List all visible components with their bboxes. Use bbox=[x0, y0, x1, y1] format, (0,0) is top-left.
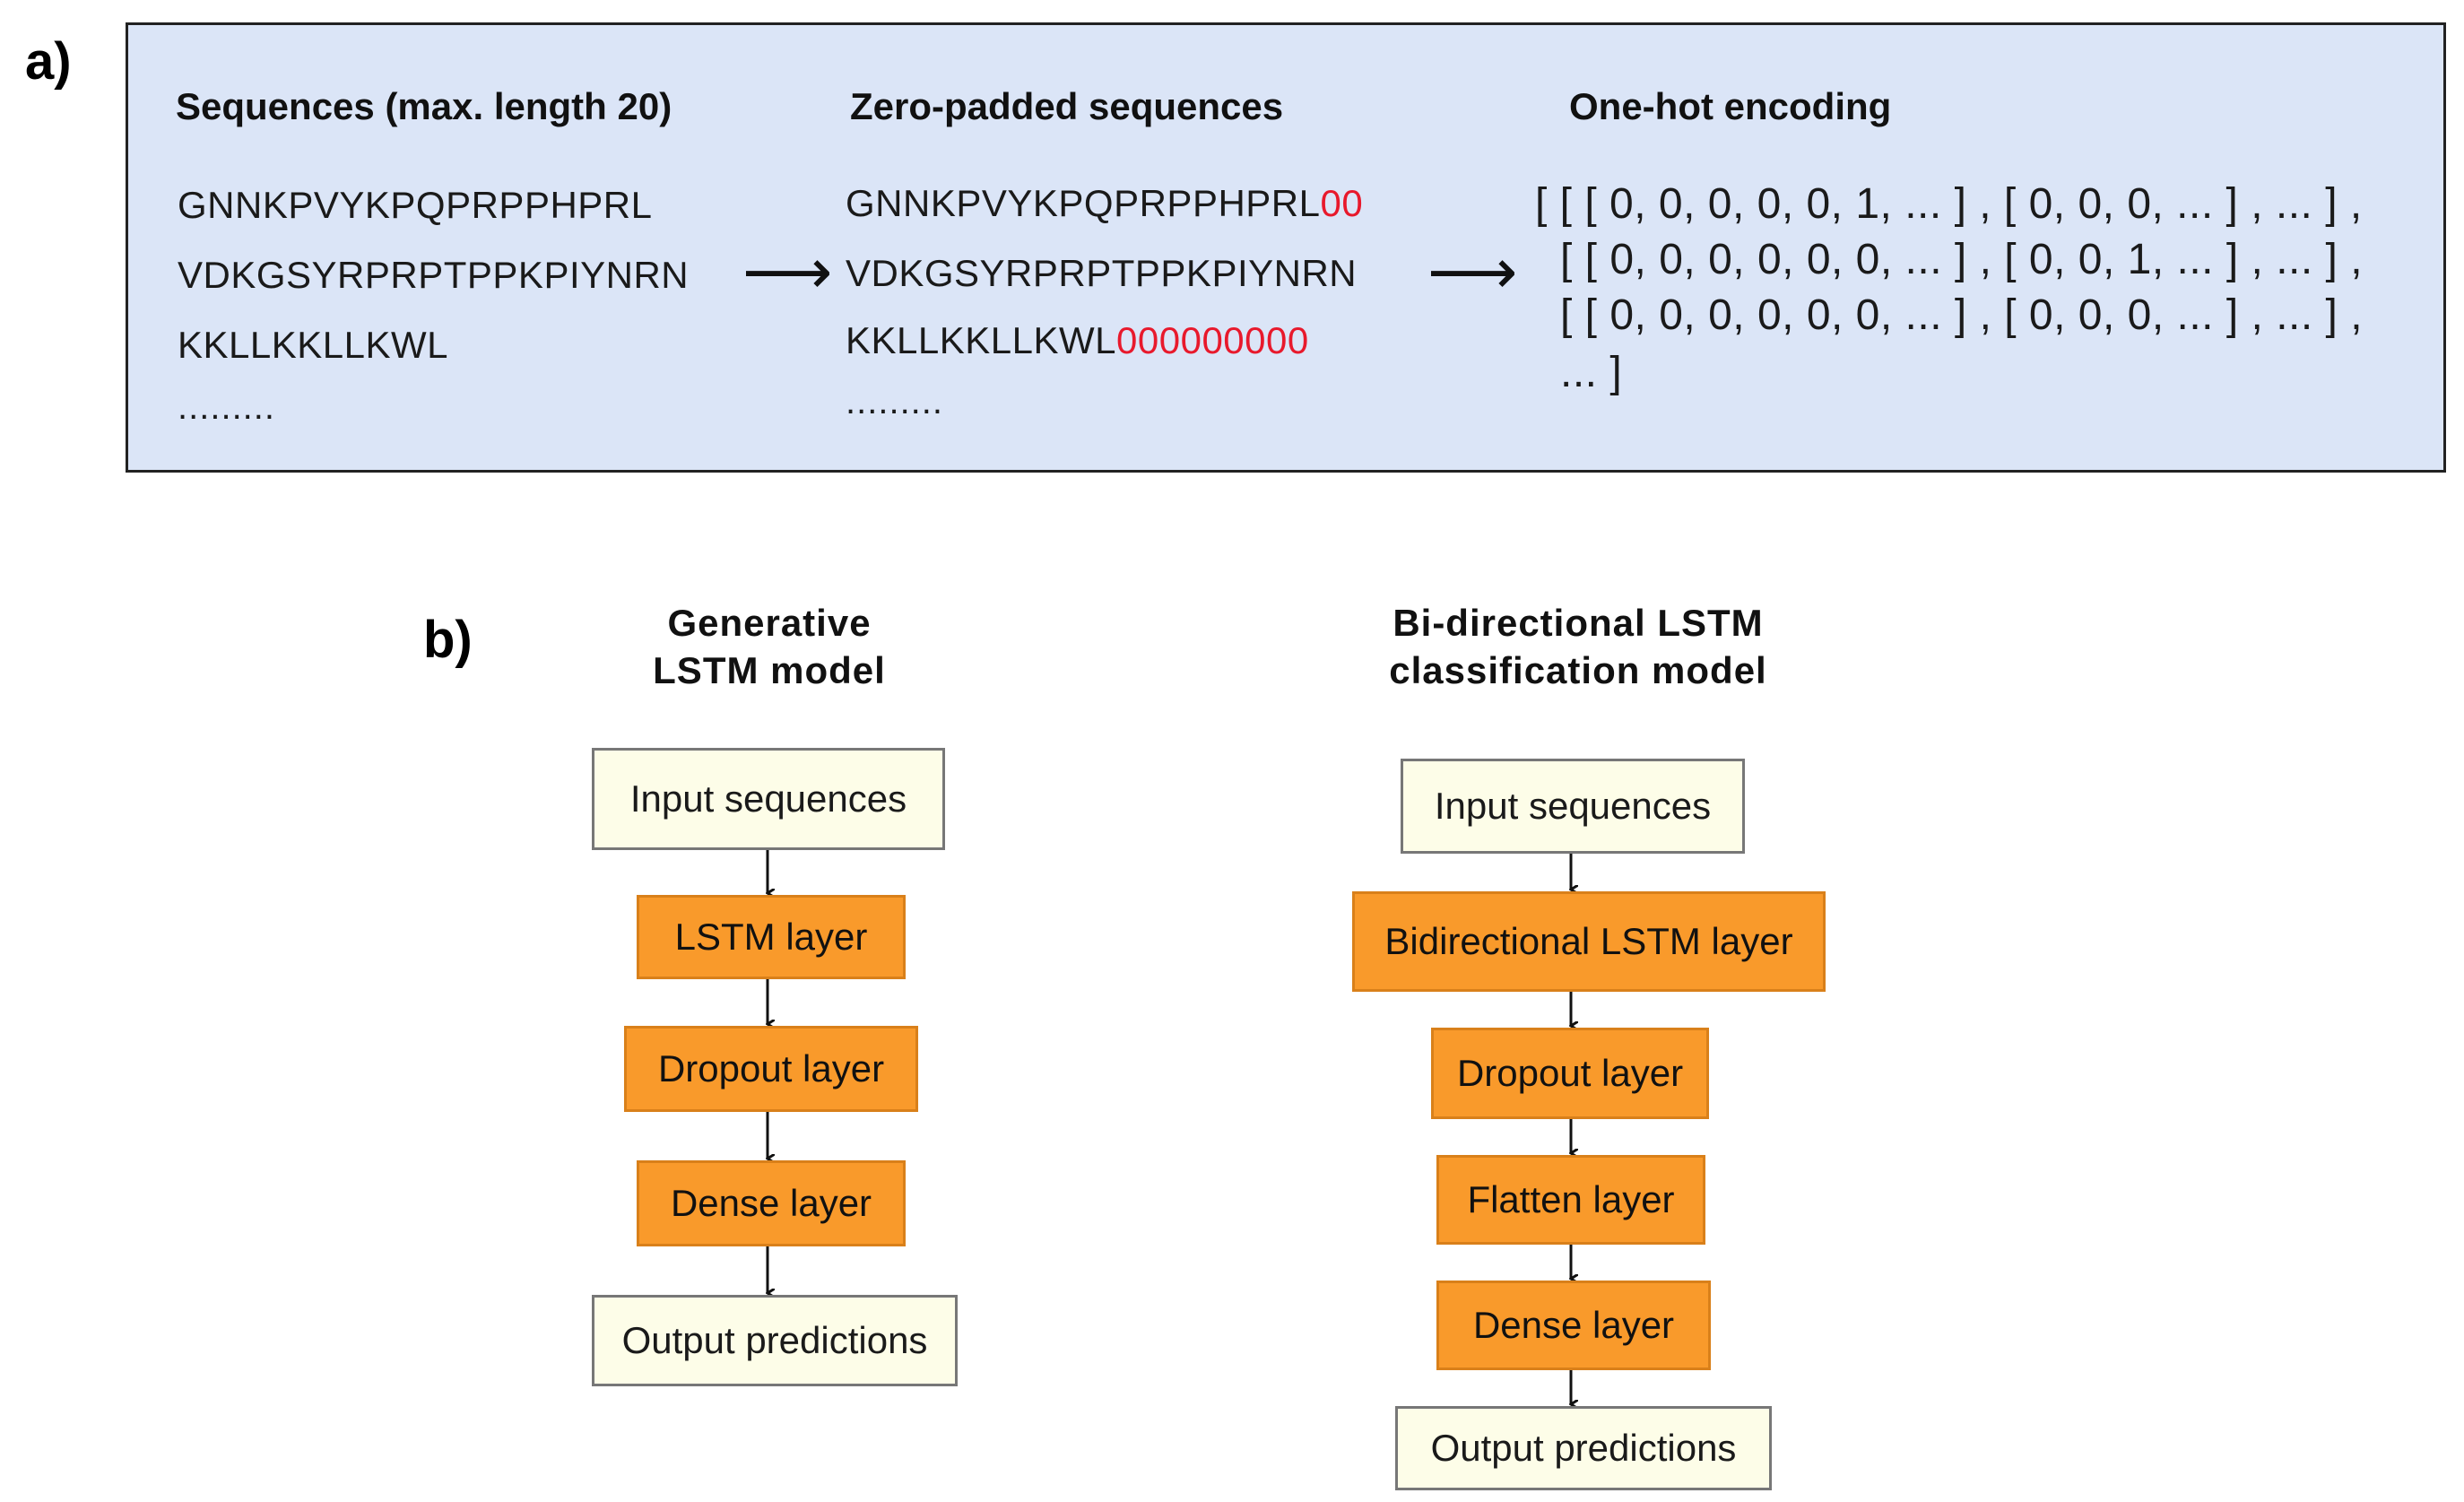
padded-sequence-item: VDKGSYRPRPTPPKPIYNRN bbox=[846, 252, 1357, 295]
zero-padding: 00 bbox=[1320, 182, 1364, 224]
padded-heading: Zero-padded sequences bbox=[850, 85, 1284, 127]
padded-sequence-item: GNNKPVYKPQPRPPHPRL00 bbox=[846, 182, 1363, 225]
node-label: Output predictions bbox=[1430, 1427, 1737, 1469]
sequence-item: KKLLKKLLKWL bbox=[178, 324, 449, 366]
bidirectional-model-title: Bi-directional LSTM classification model bbox=[1363, 599, 1793, 694]
gen-input-sequences-node: Input sequences bbox=[592, 748, 945, 850]
panel-a-box bbox=[126, 22, 2446, 473]
onehot-heading: One-hot encoding bbox=[1569, 85, 1892, 127]
title-line: classification model bbox=[1389, 649, 1767, 691]
padded-sequence-text: GNNKPVYKPQPRPPHPRL bbox=[846, 182, 1321, 224]
bi-flatten-layer-node: Flatten layer bbox=[1436, 1155, 1705, 1245]
sequences-ellipsis: ......... bbox=[178, 387, 276, 427]
title-line: Bi-directional LSTM bbox=[1393, 602, 1764, 644]
node-label: LSTM layer bbox=[674, 916, 868, 958]
sequences-heading: Sequences (max. length 20) bbox=[176, 85, 672, 127]
gen-dropout-layer-node: Dropout layer bbox=[624, 1026, 918, 1112]
node-label: Dropout layer bbox=[1456, 1052, 1684, 1094]
zero-padding: 000000000 bbox=[1116, 319, 1309, 361]
onehot-line: ... ] bbox=[1560, 349, 1623, 396]
bi-dropout-layer-node: Dropout layer bbox=[1431, 1028, 1709, 1119]
panel-b-label: b) bbox=[423, 611, 473, 669]
gen-dense-layer-node: Dense layer bbox=[637, 1160, 906, 1246]
node-label: Flatten layer bbox=[1467, 1178, 1675, 1220]
generative-model-title: Generative LSTM model bbox=[590, 599, 949, 694]
padded-ellipsis: ......... bbox=[846, 382, 944, 421]
node-label: Input sequences bbox=[629, 777, 907, 820]
bi-input-sequences-node: Input sequences bbox=[1401, 759, 1745, 854]
padded-sequence-text: VDKGSYRPRPTPPKPIYNRN bbox=[846, 252, 1358, 294]
node-label: Dense layer bbox=[1472, 1304, 1675, 1346]
panel-a-label: a) bbox=[25, 32, 72, 91]
gen-lstm-layer-node: LSTM layer bbox=[637, 895, 906, 979]
bi-output-predictions-node: Output predictions bbox=[1395, 1406, 1772, 1490]
bi-bidirectional-lstm-layer-node: Bidirectional LSTM layer bbox=[1352, 891, 1826, 992]
node-label: Dropout layer bbox=[657, 1047, 885, 1090]
onehot-line: [ [ 0, 0, 0, 0, 0, 0, ... ] , [ 0, 0, 1,… bbox=[1560, 236, 2364, 283]
right-arrow-icon: ⟶ bbox=[1427, 237, 1518, 307]
node-label: Bidirectional LSTM layer bbox=[1384, 920, 1793, 962]
padded-sequence-text: KKLLKKLLKWL bbox=[846, 319, 1117, 361]
gen-output-predictions-node: Output predictions bbox=[592, 1295, 958, 1386]
node-label: Output predictions bbox=[621, 1319, 928, 1361]
title-line: Generative bbox=[667, 602, 872, 644]
title-line: LSTM model bbox=[653, 649, 886, 691]
sequence-item: GNNKPVYKPQPRPPHPRL bbox=[178, 184, 653, 226]
onehot-line: [ [ [ 0, 0, 0, 0, 0, 1, ... ] , [ 0, 0, … bbox=[1535, 180, 2363, 228]
onehot-line: [ [ 0, 0, 0, 0, 0, 0, ... ] , [ 0, 0, 0,… bbox=[1560, 291, 2364, 339]
sequence-item: VDKGSYRPRPTPPKPIYNRN bbox=[178, 254, 690, 296]
bi-dense-layer-node: Dense layer bbox=[1436, 1281, 1711, 1370]
node-label: Input sequences bbox=[1434, 785, 1712, 827]
node-label: Dense layer bbox=[670, 1182, 872, 1224]
right-arrow-icon: ⟶ bbox=[742, 237, 833, 307]
padded-sequence-item: KKLLKKLLKWL000000000 bbox=[846, 319, 1309, 362]
